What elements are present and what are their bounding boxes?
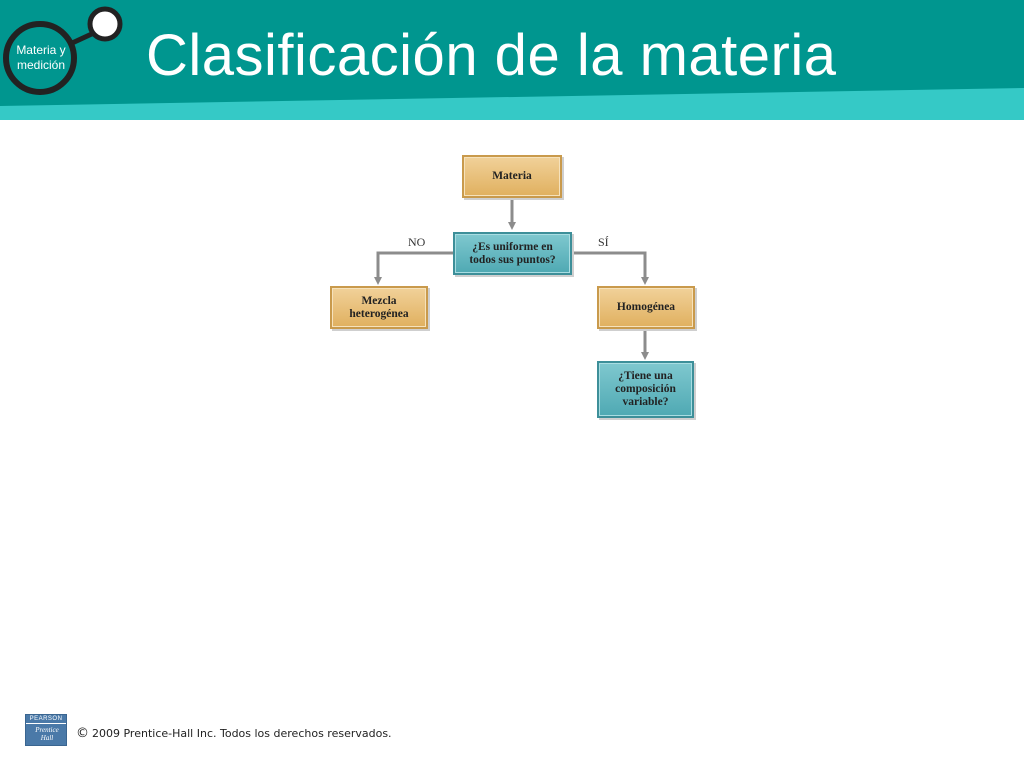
edge-label-no: NO — [408, 235, 426, 249]
node-composicion-variable: ¿Tiene una composición variable? — [597, 361, 694, 418]
copyright-symbol: © — [76, 726, 89, 741]
small-circle-icon — [87, 6, 123, 42]
node-uniforme: ¿Es uniforme en todos sus puntos? — [453, 232, 572, 275]
badge-line-1: Materia y — [16, 43, 66, 57]
logo-bottom-line-1: Prentice — [35, 726, 59, 734]
node-homogenea-line-1: Homogénea — [616, 301, 676, 313]
logo-bottom-line-2: Hall — [40, 734, 54, 742]
arrow-si-branch — [572, 251, 649, 285]
logo-top-text: PEARSON — [26, 715, 66, 724]
slide-header: Materia y medición Clasificación de la m… — [0, 0, 1024, 120]
slide-title: Clasificación de la materia — [146, 23, 837, 88]
header-background — [0, 0, 1024, 120]
pearson-prentice-hall-logo: PEARSON Prentice Hall — [25, 714, 67, 746]
node-composicion-line-3: variable? — [622, 396, 669, 408]
edge-label-si: SÍ — [598, 235, 609, 249]
logo-bottom-text: Prentice Hall — [28, 726, 66, 742]
node-mezcla-heterogenea: Mezcla heterogénea — [330, 286, 428, 329]
node-heterogenea-line-2: heterogénea — [349, 307, 409, 320]
arrow-no-branch — [374, 251, 453, 285]
badge-line-2: medición — [16, 58, 65, 72]
node-materia-line-1: Materia — [492, 170, 532, 182]
node-materia: Materia — [462, 155, 562, 198]
node-uniforme-line-2: todos sus puntos? — [469, 253, 556, 266]
section-badge: Materia y medición — [7, 27, 75, 89]
node-homogenea: Homogénea — [597, 286, 695, 329]
badge-circle-icon — [3, 21, 77, 95]
node-heterogenea-line-1: Mezcla — [361, 294, 397, 307]
node-composicion-line-2: composición — [615, 383, 676, 395]
copyright-notice: ©2009 Prentice-Hall Inc. Todos los derec… — [76, 726, 392, 741]
node-uniforme-line-1: ¿Es uniforme en — [472, 240, 553, 253]
copyright-text: 2009 Prentice-Hall Inc. Todos los derech… — [92, 727, 392, 740]
node-composicion-line-1: ¿Tiene una — [618, 370, 673, 382]
